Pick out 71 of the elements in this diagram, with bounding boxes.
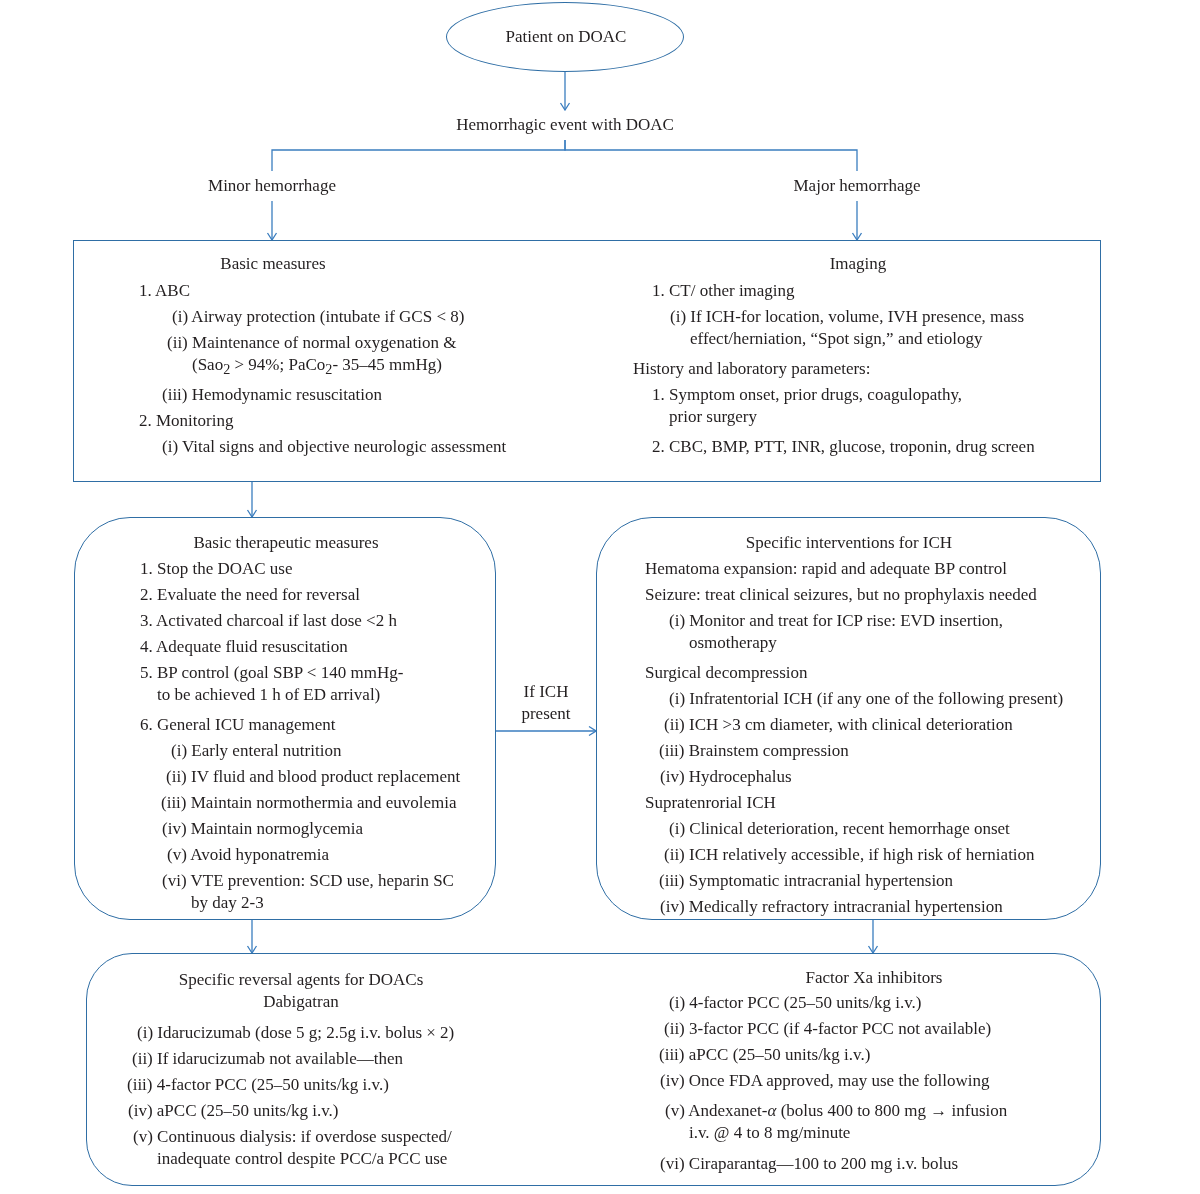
list-item: 1. CT/ other imaging (652, 280, 795, 302)
rounded-box (596, 517, 1101, 920)
list-item: 1. ABC (139, 280, 191, 302)
list-item: (ii) If idarucizumab not available—then (132, 1048, 403, 1070)
arrow (559, 71, 571, 111)
list-item: (i) Idarucizumab (dose 5 g; 2.5g i.v. bolus × 2) (137, 1022, 455, 1044)
list-item: (i) Infratentorial ICH (if any one of the following present) (669, 688, 1064, 710)
arrow (246, 481, 258, 518)
box-heading: Specific interventions for ICH (745, 532, 953, 554)
list-item: (i) Early enteral nutrition (171, 740, 342, 762)
list-item: (ii) ICH >3 cm diameter, with clinical deterioration (664, 714, 1013, 736)
list-item: (v) Avoid hyponatremia (167, 844, 330, 866)
list-item: 5. BP control (goal SBP < 140 mmHg- to be achieved 1 h of ED arrival) (140, 662, 405, 706)
list-item: (iii) aPCC (25–50 units/kg i.v.) (659, 1044, 871, 1066)
list-item: (iv) Hydrocephalus (660, 766, 792, 788)
step-label: Hemorrhagic event with DOAC (456, 114, 674, 136)
list-item: (i) Monitor and treat for ICP rise: EVD insertion, osmotherapy (669, 610, 1005, 654)
box-heading: Basic therapeutic measures (193, 532, 379, 554)
list-item: 2. CBC, BMP, PTT, INR, glucose, troponin, drug screen (652, 436, 1035, 458)
list-item: (v) Continuous dialysis: if overdose suspected/ inadequate control despite PCC/a PCC use (133, 1126, 453, 1170)
edge-label: If ICH present (520, 681, 572, 725)
list-item: (iii) 4-factor PCC (25–50 units/kg i.v.) (127, 1074, 389, 1096)
box-heading: Dabigatran (263, 991, 339, 1013)
list-item: (ii) IV fluid and blood product replacement (166, 766, 461, 788)
list-item: (iii) Symptomatic intracranial hypertension (659, 870, 954, 892)
list-item: Hematoma expansion: rapid and adequate BP control (645, 558, 1007, 580)
list-item: (ii) Maintenance of normal oxygenation & (Sao$_{2}$ > 94%; PaCo$_{2}$- 35–45 mmHg) (167, 332, 458, 380)
box-heading: Basic measures (220, 253, 326, 275)
list-item: (i) Vital signs and objective neurologic assessment (162, 436, 507, 458)
list-item: (ii) ICH relatively accessible, if high risk of herniation (664, 844, 1035, 866)
arrow (851, 200, 863, 241)
list-item: (i) 4-factor PCC (25–50 units/kg i.v.) (669, 992, 922, 1014)
list-item: (v) Andexanet-α (bolus 400 to 800 mg → infusion i.v. @ 4 to 8 mg/minute (665, 1100, 1009, 1144)
arrow (495, 725, 597, 737)
list-item: 3. Activated charcoal if last dose <2 h (140, 610, 397, 632)
list-item: (vi) Ciraparantag—100 to 200 mg i.v. bolus (660, 1153, 959, 1175)
rounded-box (74, 517, 496, 920)
list-item: 1. Symptom onset, prior drugs, coagulopathy, prior surgery (652, 384, 964, 428)
box-heading: Factor Xa inhibitors (805, 967, 943, 989)
list-item: (iii) Maintain normothermia and euvolemia (161, 792, 457, 814)
list-item: (iii) Brainstem compression (659, 740, 849, 762)
list-item: Supratenrorial ICH (645, 792, 776, 814)
list-item: 2. Monitoring (139, 410, 234, 432)
box-heading: Imaging (829, 253, 887, 275)
connector-line (564, 139, 858, 172)
list-item: (i) If ICH-for location, volume, IVH presence, mass effect/herniation, “Spot sign,” and etiology (670, 306, 1026, 350)
list-item: (ii) 3-factor PCC (if 4-factor PCC not available) (664, 1018, 992, 1040)
list-item: 1. Stop the DOAC use (140, 558, 293, 580)
list-item: History and laboratory parameters: (633, 358, 871, 380)
list-item: 2. Evaluate the need for reversal (140, 584, 360, 606)
list-item: (iv) Maintain normoglycemia (162, 818, 364, 840)
arrow (266, 200, 278, 241)
step-label: Major hemorrhage (793, 175, 921, 197)
arrow (867, 919, 879, 954)
list-item: (i) Airway protection (intubate if GCS < 8) (172, 306, 465, 328)
step-label: Minor hemorrhage (208, 175, 336, 197)
rounded-box (86, 953, 1101, 1186)
list-item: (iv) Once FDA approved, may use the following (660, 1070, 990, 1092)
list-item: 4. Adequate fluid resuscitation (140, 636, 348, 658)
list-item: (iv) aPCC (25–50 units/kg i.v.) (128, 1100, 339, 1122)
box-heading: Specific reversal agents for DOACs (178, 969, 424, 991)
list-item: (vi) VTE prevention: SCD use, heparin SC by day 2-3 (162, 870, 455, 914)
arrow (246, 919, 258, 954)
process-box (73, 240, 1101, 482)
list-item: (iv) Medically refractory intracranial hypertension (660, 896, 1003, 918)
list-item: Seizure: treat clinical seizures, but no prophylaxis needed (645, 584, 1037, 606)
list-item: 6. General ICU management (140, 714, 336, 736)
list-item: (iii) Hemodynamic resuscitation (162, 384, 382, 406)
list-item: Surgical decompression (645, 662, 808, 684)
list-item: (i) Clinical deterioration, recent hemorrhage onset (669, 818, 1010, 840)
node-label: Patient on DOAC (505, 26, 627, 48)
